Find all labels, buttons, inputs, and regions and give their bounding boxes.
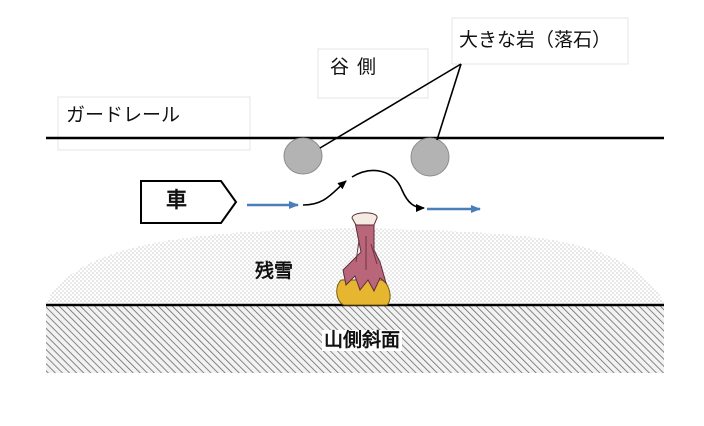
rocks-label-box xyxy=(451,17,629,65)
car-label: 車 xyxy=(166,188,187,212)
tree-stump xyxy=(336,212,391,306)
valley-label-box xyxy=(317,48,429,99)
rock-right xyxy=(410,137,450,177)
guardrail-label: ガードレール xyxy=(66,104,181,126)
rock-pointer-line-right xyxy=(436,63,462,141)
swerve-path-end xyxy=(351,169,425,212)
car-marker xyxy=(140,180,238,224)
valley-side-label: 谷側 xyxy=(330,56,385,78)
rock-pointer-line-left xyxy=(319,63,462,149)
rock-left xyxy=(283,137,323,175)
large-rocks-label: 大きな岩（落石） xyxy=(459,29,612,51)
swerve-path-start xyxy=(302,180,347,206)
remaining-snow-label: 残雪 xyxy=(255,260,294,282)
mountain-slope-label: 山側斜面 xyxy=(322,329,403,351)
